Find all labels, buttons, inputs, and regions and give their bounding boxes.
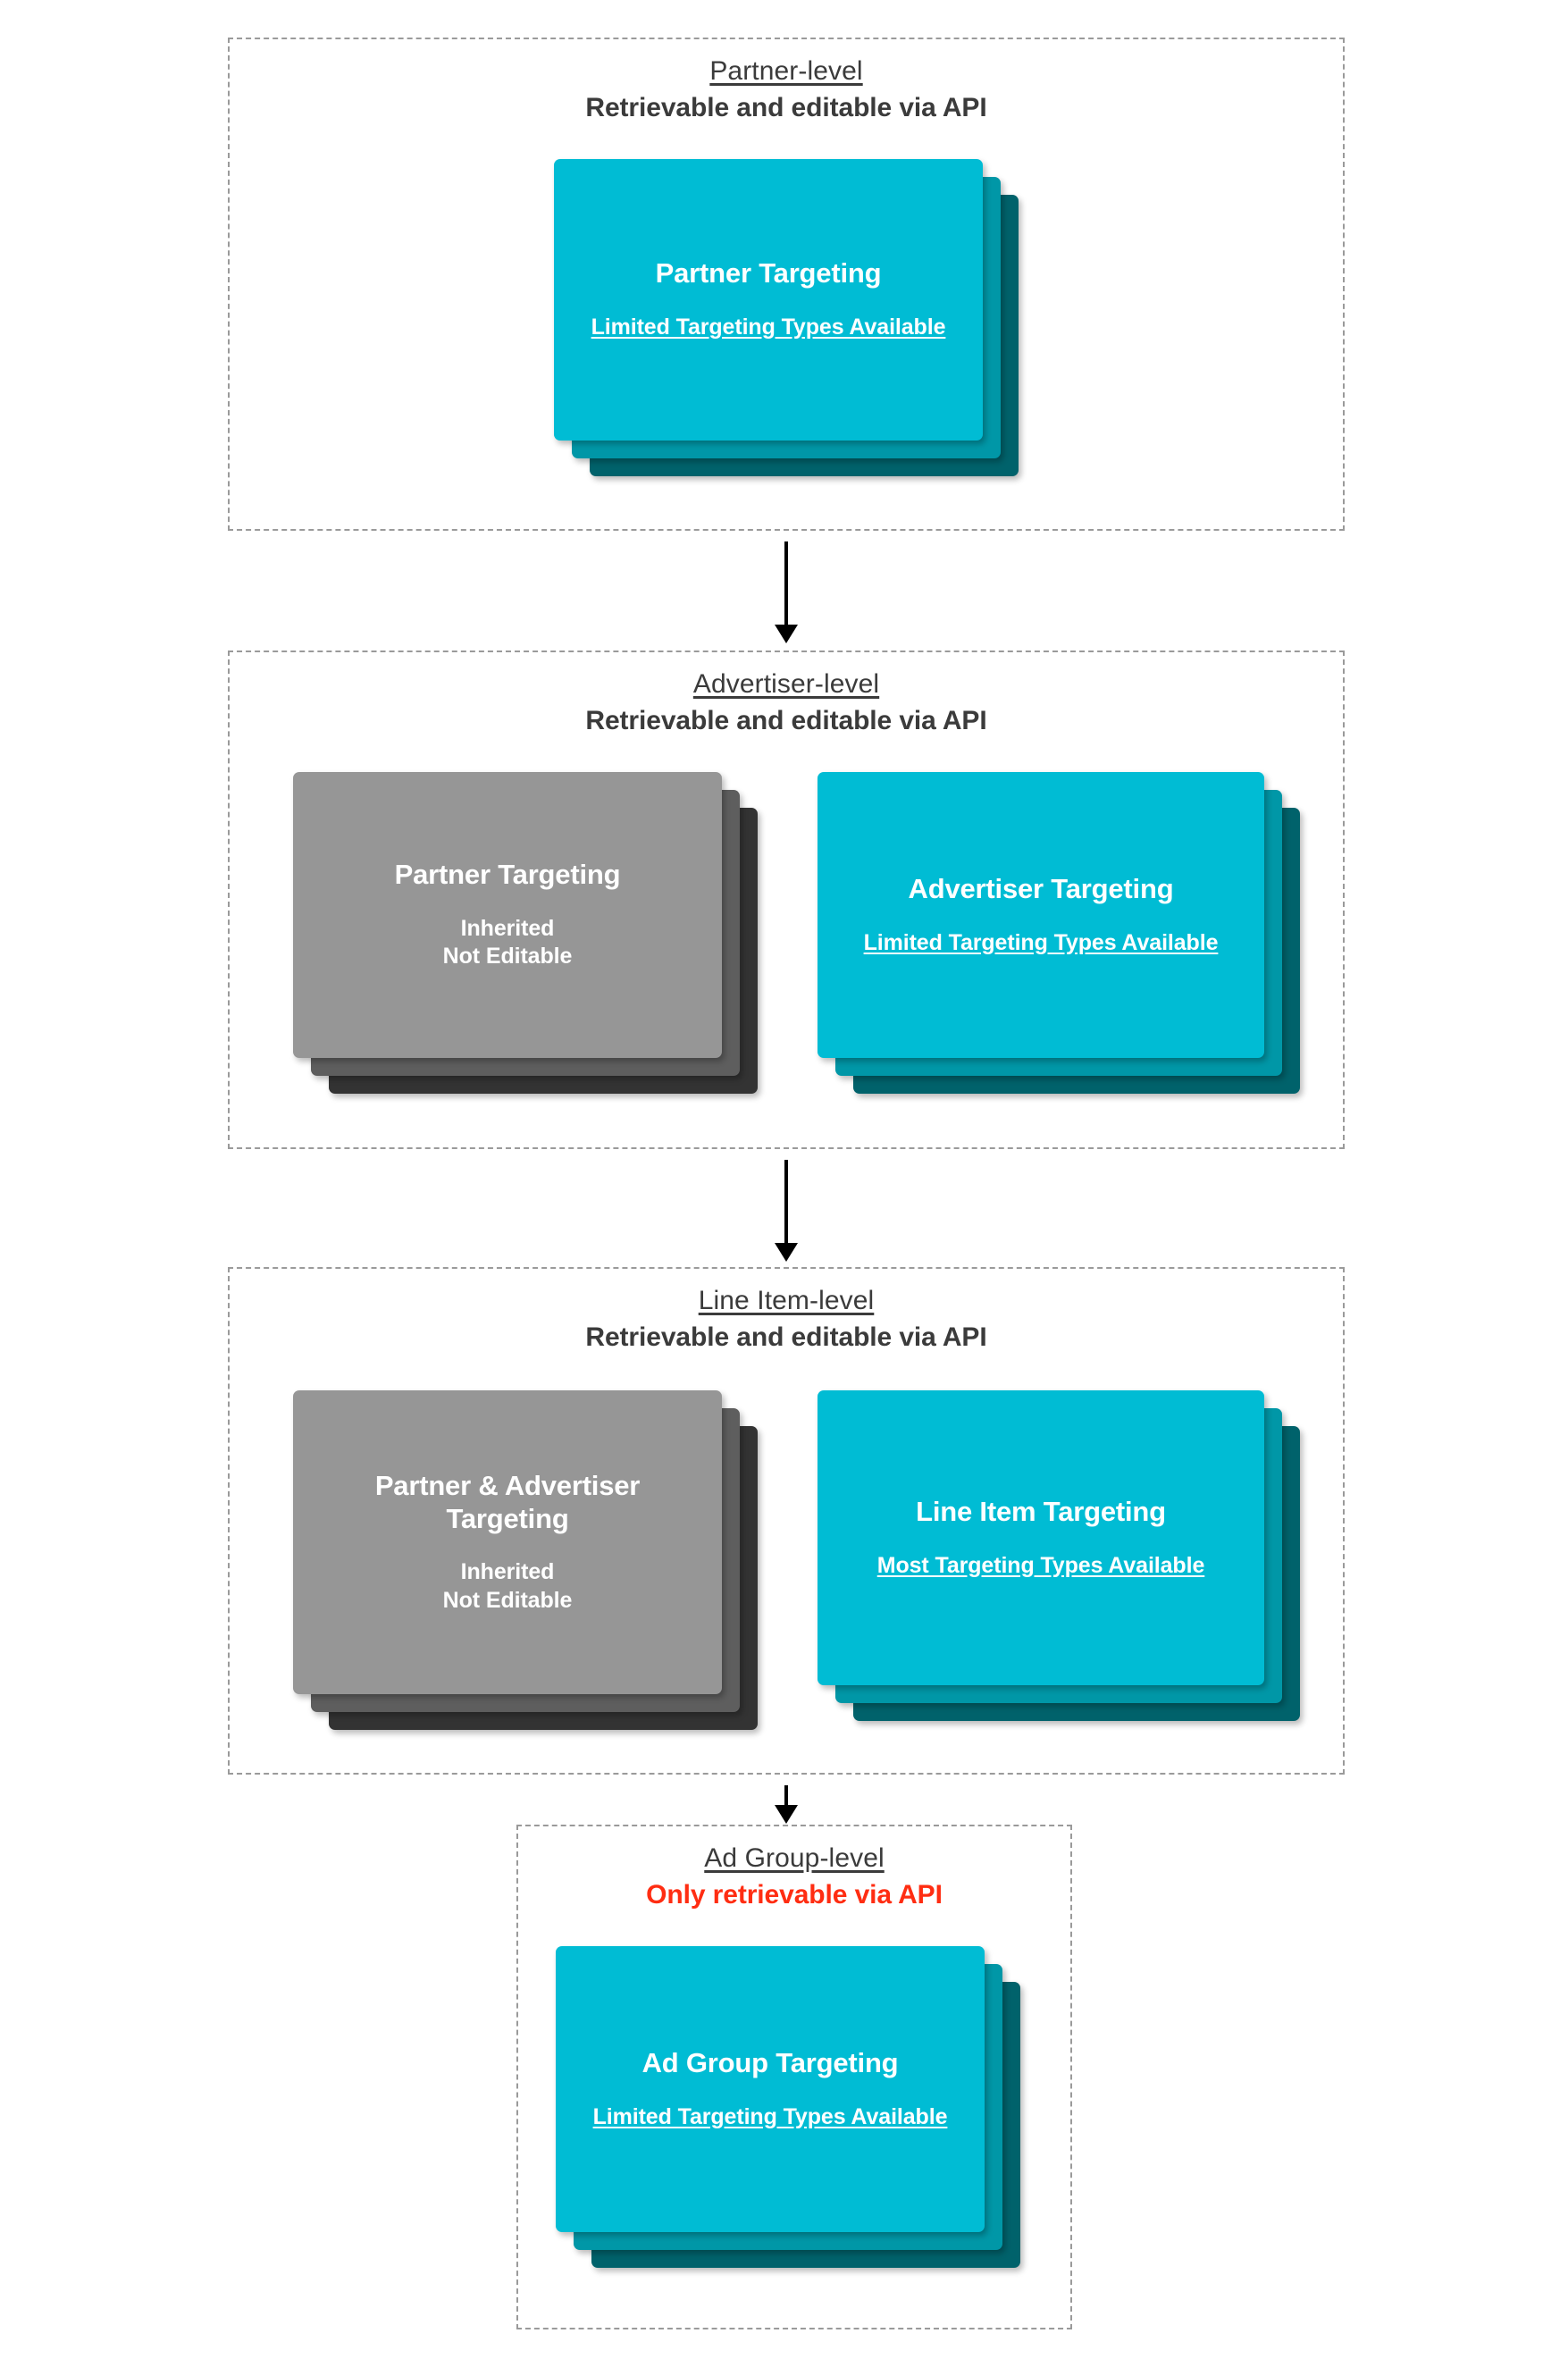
connector-arrow-line-item-to-ad-group xyxy=(784,1785,788,1807)
level-header-partner: Partner-level Retrievable and editable v… xyxy=(230,55,1343,125)
level-title-line-item: Line Item-level xyxy=(698,1286,875,1315)
card-title: Advertiser Targeting xyxy=(908,872,1174,904)
level-title-advertiser: Advertiser-level xyxy=(692,669,880,699)
level-title-partner: Partner-level xyxy=(709,56,863,86)
card-title: Ad Group Targeting xyxy=(641,2046,899,2078)
card-layer-front[interactable]: Ad Group Targeting Limited Targeting Typ… xyxy=(556,1946,985,2232)
card-note: Limited Targeting Types Available xyxy=(863,929,1219,955)
card-title: Partner & Advertiser Targeting xyxy=(374,1469,641,1534)
card-layer-front[interactable]: Partner Targeting Limited Targeting Type… xyxy=(554,159,983,441)
card-note: Limited Targeting Types Available xyxy=(592,2103,948,2129)
level-subtitle-ad-group: Only retrievable via API xyxy=(646,1879,943,1910)
level-header-line-item: Line Item-level Retrievable and editable… xyxy=(230,1285,1343,1355)
level-subtitle-advertiser: Retrievable and editable via API xyxy=(585,705,987,735)
card-layer-front[interactable]: Line Item Targeting Most Targeting Types… xyxy=(818,1390,1264,1685)
card-stack-ad-group-targeting[interactable]: Ad Group Targeting Limited Targeting Typ… xyxy=(556,1946,1020,2268)
connector-arrow-partner-to-advertiser xyxy=(784,541,788,626)
card-title: Partner Targeting xyxy=(394,859,621,891)
card-stack-advertiser-targeting[interactable]: Advertiser Targeting Limited Targeting T… xyxy=(818,772,1300,1094)
level-section-advertiser: Advertiser-level Retrievable and editabl… xyxy=(228,651,1345,1149)
card-layer-front[interactable]: Partner & Advertiser Targeting Inherited… xyxy=(293,1390,722,1694)
card-stack-line-item-targeting[interactable]: Line Item Targeting Most Targeting Types… xyxy=(818,1390,1300,1721)
level-section-ad-group: Ad Group-level Only retrievable via API xyxy=(516,1825,1072,2329)
card-title: Line Item Targeting xyxy=(916,1495,1166,1527)
card-stack-line-item-inherited-targeting[interactable]: Partner & Advertiser Targeting Inherited… xyxy=(293,1390,758,1730)
card-title: Partner Targeting xyxy=(655,257,882,290)
connector-arrow-advertiser-to-line-item xyxy=(784,1160,788,1245)
level-title-ad-group: Ad Group-level xyxy=(704,1843,885,1873)
card-layer-front[interactable]: Advertiser Targeting Limited Targeting T… xyxy=(818,772,1264,1058)
level-header-ad-group: Ad Group-level Only retrievable via API xyxy=(518,1842,1070,1912)
level-header-advertiser: Advertiser-level Retrievable and editabl… xyxy=(230,668,1343,738)
card-note: Most Targeting Types Available xyxy=(876,1552,1205,1578)
card-note: Limited Targeting Types Available xyxy=(591,315,946,340)
level-section-line-item: Line Item-level Retrievable and editable… xyxy=(228,1267,1345,1775)
level-section-partner: Partner-level Retrievable and editable v… xyxy=(228,38,1345,531)
level-subtitle-partner: Retrievable and editable via API xyxy=(585,92,987,122)
card-stack-partner-targeting[interactable]: Partner Targeting Limited Targeting Type… xyxy=(554,159,1019,476)
level-subtitle-line-item: Retrievable and editable via API xyxy=(585,1322,987,1352)
